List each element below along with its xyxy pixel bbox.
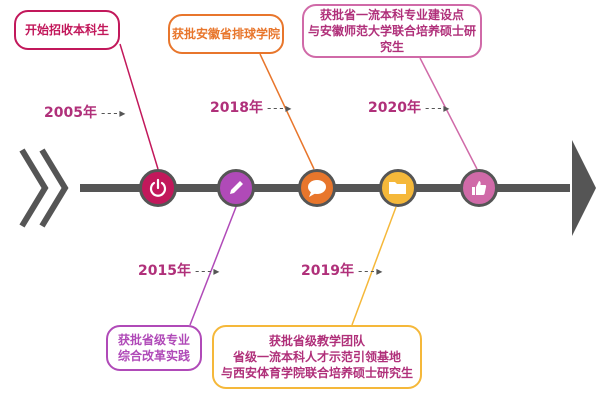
milestone-text: 省级一流本科人才示范引领基地: [232, 350, 401, 364]
dashed-arrow: - - - ▸: [194, 264, 219, 278]
node-2020: [460, 169, 498, 207]
year-text: 2015年: [138, 263, 191, 279]
power-icon: [149, 178, 167, 197]
milestone-box-2019: 获批省级教学团队 省级一流本科人才示范引领基地 与西安体育学院联合培养硕士研究生: [212, 325, 422, 389]
year-text: 2020年: [368, 100, 421, 116]
node-2019: [379, 169, 417, 207]
timeline-arrowhead: [572, 140, 596, 236]
year-label-2005: 2005年- - - ▸: [44, 102, 125, 122]
connector-2005: [119, 43, 159, 170]
milestone-text: 获批省级专业: [117, 333, 190, 347]
year-label-2015: 2015年- - - ▸: [138, 260, 219, 280]
milestone-text: 与西安体育学院联合培养硕士研究生: [220, 366, 413, 380]
pencil-icon: [230, 181, 243, 194]
dashed-arrow: - - - ▸: [266, 101, 291, 115]
year-label-2018: 2018年- - - ▸: [210, 97, 291, 117]
dashed-arrow: - - - ▸: [100, 106, 125, 120]
left-chevron-2: [39, 148, 69, 228]
milestone-text: 获批省一流本科专业建设点: [319, 8, 464, 22]
speech-bubble-icon: [308, 180, 326, 197]
thumbs-up-icon: [472, 181, 487, 195]
dashed-arrow: - - - ▸: [424, 101, 449, 115]
connector-2018: [259, 53, 315, 170]
year-label-2019: 2019年- - - ▸: [301, 260, 382, 280]
milestone-box-2015: 获批省级专业 综合改革实践: [106, 325, 202, 371]
node-2005: [139, 169, 177, 207]
year-label-2020: 2020年- - - ▸: [368, 97, 449, 117]
year-text: 2018年: [210, 100, 263, 116]
connector-2020: [419, 57, 478, 170]
left-chevron-1: [19, 148, 49, 228]
milestone-box-2020: 获批省一流本科专业建设点 与安徽师范大学联合培养硕士研究生: [302, 4, 482, 58]
year-text: 2005年: [44, 105, 97, 121]
milestone-text: 综合改革实践: [117, 349, 190, 363]
milestone-box-2018: 获批安徽省排球学院: [168, 14, 284, 54]
connector-2015: [189, 206, 237, 326]
node-2015: [217, 169, 255, 207]
folder-icon: [389, 182, 406, 194]
connector-2019: [351, 206, 397, 326]
node-2018: [298, 169, 336, 207]
milestone-text: 获批省级教学团队: [268, 334, 365, 348]
year-text: 2019年: [301, 263, 354, 279]
milestone-text: 开始招收本科生: [24, 23, 109, 37]
milestone-text: 与安徽师范大学联合培养硕士研究生: [307, 24, 476, 54]
milestone-box-2005: 开始招收本科生: [14, 10, 120, 50]
dashed-arrow: - - - ▸: [357, 264, 382, 278]
milestone-text: 获批安徽省排球学院: [171, 27, 280, 41]
